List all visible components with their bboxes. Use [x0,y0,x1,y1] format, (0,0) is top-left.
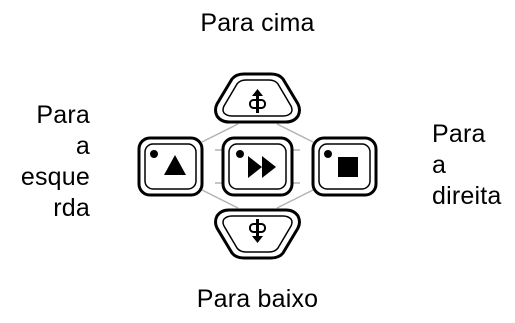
label-left-line-2: a [75,132,90,160]
left-indicator-dot [150,150,158,158]
triangle-play-icon [164,155,186,175]
label-para-baixo: Para baixo [196,285,319,313]
stop-square-icon [338,157,358,177]
label-right-line-3: direita [432,182,502,210]
right-indicator-dot [324,150,332,158]
label-left-line-1: Para [36,101,90,129]
right-button[interactable] [311,136,378,197]
up-button[interactable] [214,72,301,124]
pedestal-up-icon [249,89,266,113]
label-left-line-4: rda [53,194,90,222]
down-button[interactable] [214,208,301,260]
label-para-a-direita: Para a direita [432,119,512,212]
pedestal-down-icon [249,219,266,243]
label-para-cima: Para cima [200,9,315,37]
label-left-line-3: esque [20,163,90,191]
center-button[interactable] [221,136,294,197]
label-right-line-1: Para [432,120,486,148]
label-para-a-esquerda: Para a esque rda [6,100,90,224]
label-right-line-2: a [432,151,447,179]
pad-guide-lines [201,123,314,209]
fast-forward-icon [248,156,276,178]
center-indicator-dot [236,150,244,158]
left-button[interactable] [137,136,204,197]
